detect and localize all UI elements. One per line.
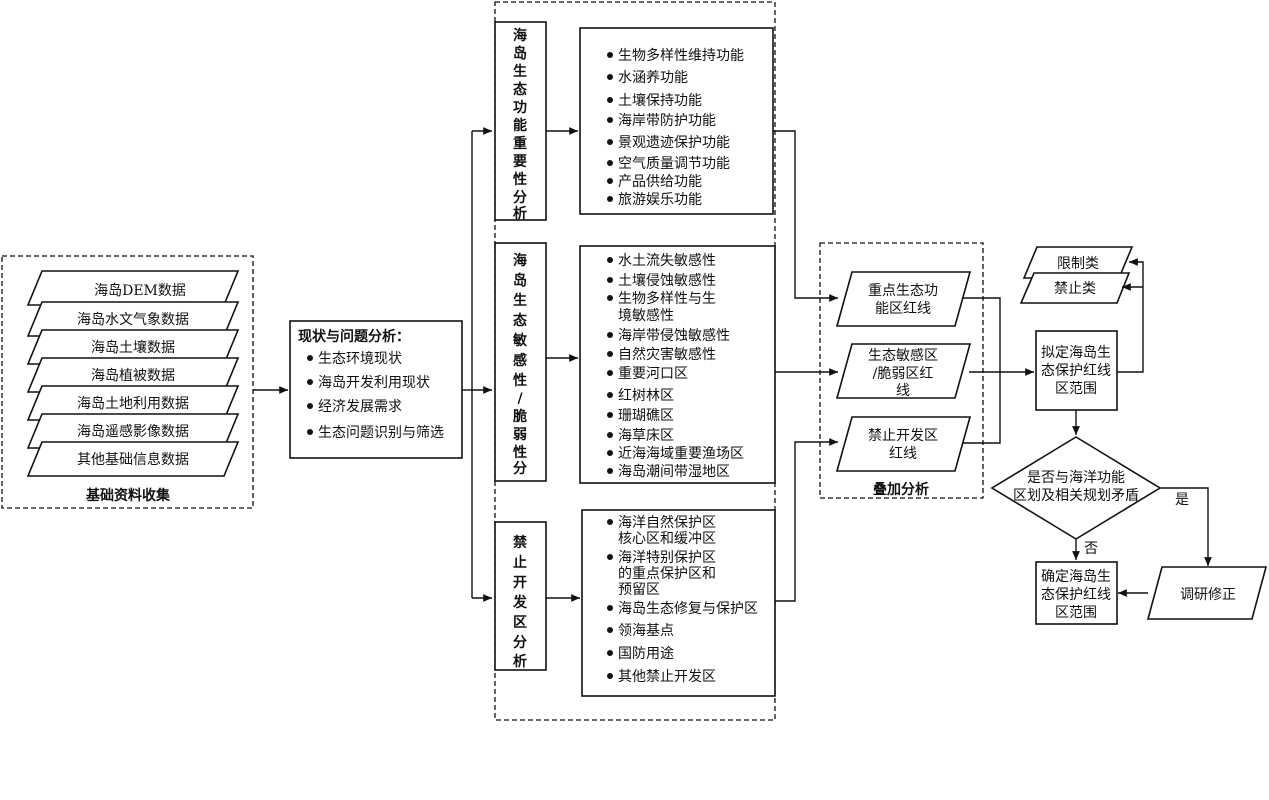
category-box [1019,272,1131,304]
sensitivity-item: 海岛潮间带湿地区 [618,464,730,480]
data-item: 海岛遥感影像数据 [77,423,189,440]
function-item: 产品供给功能 [618,174,702,190]
data-item-parallelograms [26,270,240,477]
function-item: 旅游娱乐功能 [618,192,702,208]
function-item: 生物多样性维持功能 [618,47,744,64]
status-item: 海岛开发利用现状 [318,375,430,391]
status-item: 生态环境现状 [318,351,402,367]
no-label: 否 [1084,541,1098,557]
status-item: 经济发展需求 [318,399,402,415]
draft-scope-text: 拟定海岛生态保护红线区范围 [1041,345,1111,397]
prohibited-item: 海岛生态修复与保护区 [618,600,758,617]
arrow [1160,487,1212,566]
connector [962,372,1001,444]
draft-scope-box [1035,330,1118,411]
overlay-item-box [835,343,972,399]
status-analysis-title: 现状与问题分析： [298,328,410,345]
decision-text: 是否与海洋功能区划及相关规划矛盾 [1013,470,1139,504]
final-scope-text: 确定海岛生态保护红线区范围 [1041,569,1111,621]
prohibited-box [581,509,776,697]
sensitivity-item: 红树林区 [618,388,674,404]
data-item: 其他基础信息数据 [77,451,189,468]
revise-box [1146,566,1268,620]
prohibited-item-cont: 预留区 [618,582,660,598]
connector [962,297,1001,372]
overlay-item: 禁止开发区红线 [868,428,938,462]
prohibited-item-cont: 的重点保护区和 [618,566,716,582]
data-item: 海岛植被数据 [91,368,175,384]
status-analysis-box [289,320,463,459]
final-scope-box [1035,561,1118,625]
arrow [1117,258,1144,373]
prohibited-label-box [494,521,547,671]
function-item: 土壤保持功能 [618,92,702,109]
sensitivity-item: 自然灾害敏感性 [618,346,716,363]
data-collection-title: 基础资料收集 [86,487,171,504]
data-collection-group [1,255,254,509]
category-label: 禁止类 [1054,281,1096,297]
sensitivity-label-box [494,242,547,482]
overlay-item: 重点生态功能区红线 [868,283,938,317]
sensitivity-box [579,245,776,484]
sensitivity-item-cont: 境敏感性 [618,307,674,324]
data-item: 海岛水文气象数据 [77,312,189,328]
sensitivity-item: 土壤侵蚀敏感性 [618,272,716,289]
prohibited-item: 海洋特别保护区 [618,550,716,566]
sensitivity-item: 水土流失敏感性 [618,252,716,269]
arrow [773,130,838,302]
arrow [775,438,838,602]
sensitivity-item: 近海海域重要渔场区 [618,446,744,462]
function-importance-label: 海岛生态功能重要性分析 [513,27,527,222]
function-item: 水涵养功能 [618,70,688,86]
overlay-group [819,242,984,499]
function-importance-label-box [494,21,547,221]
sensitivity-item: 海草床区 [618,428,674,444]
overlay-title: 叠加分析 [873,481,929,498]
sensitivity-item: 海岸带侵蚀敏感性 [618,327,730,344]
sensitivity-item: 珊瑚礁区 [618,408,674,424]
prohibited-item: 国防用途 [618,645,674,662]
yes-label: 是 [1175,492,1189,508]
function-item: 景观遗迹保护功能 [618,135,730,151]
prohibited-item-cont: 核心区和缓冲区 [618,531,716,547]
function-item: 海岸带防护功能 [618,113,716,129]
sensitivity-item: 重要河口区 [618,366,688,382]
data-item: 海岛土地利用数据 [77,396,189,412]
prohibited-item: 其他禁止开发区 [618,669,716,685]
prohibited-label: 禁止开发区分析 [512,534,528,670]
overlay-item: 生态敏感区/脆弱区红线 [868,347,938,399]
prohibited-item: 海洋自然保护区 [618,514,716,531]
status-item: 生态问题识别与筛选 [318,425,444,441]
data-item: 海岛土壤数据 [91,339,175,356]
data-item: 海岛DEM数据 [94,283,186,299]
prohibited-item: 领海基点 [618,622,674,639]
function-item: 空气质量调节功能 [618,156,730,172]
overlay-item-box [835,416,972,472]
overlay-item-box [835,271,972,327]
category-label: 限制类 [1057,256,1099,272]
sensitivity-label: 海岛生态敏感性/脆弱性分 [512,252,528,477]
sensitivity-item: 生物多样性与生 [618,290,716,307]
revise-label: 调研修正 [1180,587,1236,603]
